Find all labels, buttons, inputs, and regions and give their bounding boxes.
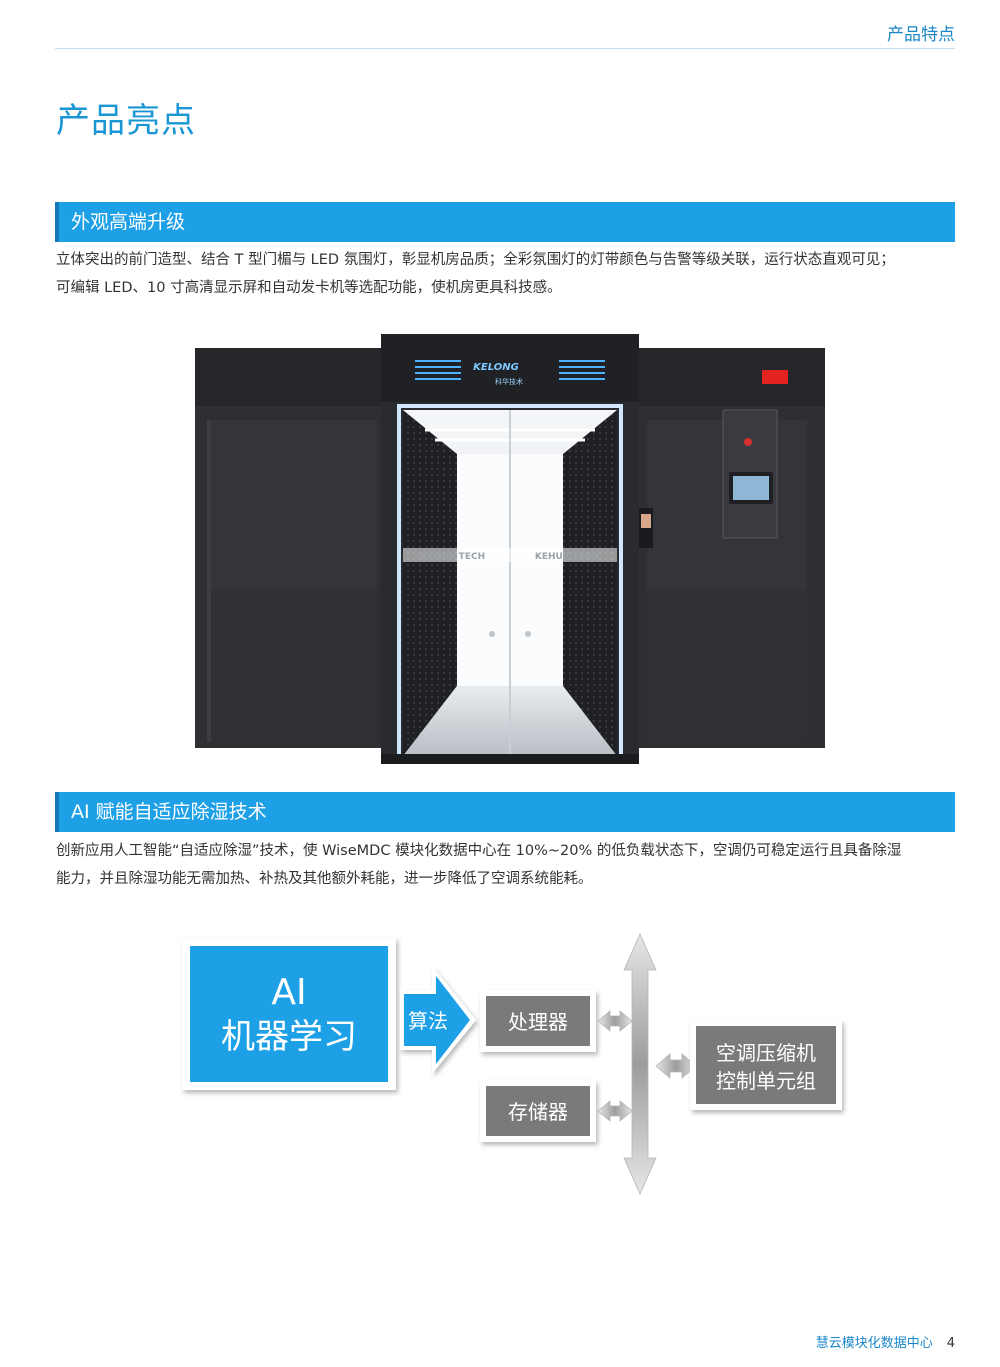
body-line: 创新应用人工智能“自适应除湿”技术，使 WiseMDC 模块化数据中心在 10%…	[56, 843, 902, 859]
page-number: 4	[946, 1336, 955, 1351]
body-line: 立体突出的前门造型、结合 T 型门楣与 LED 氛围灯，彰显机房品质；全彩氛围灯…	[56, 252, 895, 268]
bus-double-arrow-icon	[623, 933, 657, 1195]
section-body-appearance: 立体突出的前门造型、结合 T 型门楣与 LED 氛围灯，彰显机房品质；全彩氛围灯…	[56, 246, 955, 302]
algorithm-arrow: 算法	[400, 966, 476, 1074]
section-heading-appearance: 外观高端升级	[55, 202, 955, 242]
glass-door-text-left: KEHUA TECH	[421, 552, 485, 562]
section-heading-text: AI 赋能自适应除湿技术	[71, 801, 267, 823]
storage-label: 存储器	[508, 1100, 568, 1124]
section-body-ai: 创新应用人工智能“自适应除湿”技术，使 WiseMDC 模块化数据中心在 10%…	[56, 837, 955, 893]
target-line2: 控制单元组	[716, 1069, 816, 1093]
section-heading-text: 外观高端升级	[71, 211, 186, 233]
section-heading-ai: AI 赋能自适应除湿技术	[55, 792, 955, 832]
algorithm-label: 算法	[408, 1009, 448, 1033]
body-line: 能力，并且除湿功能无需加热、补热及其他额外耗能，进一步降低了空调系统能耗。	[56, 871, 593, 887]
processor-box: 处理器	[480, 990, 596, 1052]
glass-door-text-right: KEHUA TECH	[535, 552, 599, 562]
body-line: 可编辑 LED、10 寸高清显示屏和自动发卡机等选配功能，使机房更具科技感。	[56, 280, 562, 296]
double-arrow-icon	[597, 1100, 633, 1122]
processor-label: 处理器	[508, 1010, 568, 1034]
ai-box-line1: AI	[271, 972, 306, 1013]
page-title: 产品亮点	[56, 100, 196, 141]
door-brand-logo: KELONG	[473, 362, 519, 373]
door-brand-logo-cn: 科华技术	[495, 377, 523, 386]
footer: 慧云模块化数据中心 4	[816, 1332, 955, 1351]
ai-box-line2: 机器学习	[221, 1017, 357, 1057]
section-label: 产品特点	[887, 25, 955, 45]
ac-compressor-control-box: 空调压缩机 控制单元组	[690, 1020, 842, 1110]
ai-dehumidification-diagram: AI 机器学习 算法 处理器 存储器 空调压缩机 控制单元组	[182, 933, 842, 1195]
data-center-module-photo: KELONG 科华技术 KEHUA TECH KEHUA TECH	[195, 334, 825, 764]
ai-machine-learning-box: AI 机器学习	[182, 938, 396, 1090]
storage-box: 存储器	[480, 1080, 596, 1142]
header-divider	[55, 48, 955, 49]
target-line1: 空调压缩机	[716, 1041, 816, 1065]
double-arrow-icon	[597, 1010, 633, 1032]
footer-doc-title: 慧云模块化数据中心	[815, 1336, 933, 1351]
